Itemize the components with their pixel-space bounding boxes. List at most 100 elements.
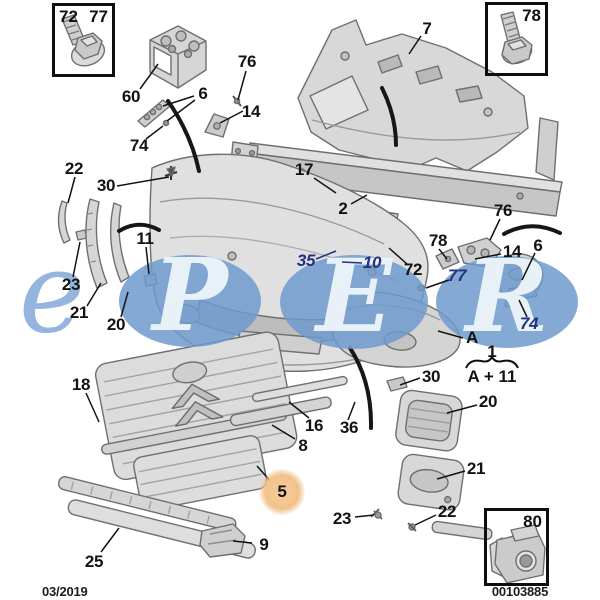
leader-line bbox=[399, 377, 421, 386]
leader-line bbox=[315, 250, 337, 260]
callout-label-36[interactable]: 36 bbox=[339, 418, 359, 437]
watermark-ellipse bbox=[119, 255, 261, 347]
inset-box-label-80[interactable]: 80 bbox=[523, 512, 542, 531]
hex-bolt-icon bbox=[500, 11, 533, 65]
callout-label-22[interactable]: 22 bbox=[437, 502, 457, 521]
leader-line bbox=[232, 540, 253, 544]
leader-line bbox=[425, 279, 450, 289]
callout-label-76[interactable]: 76 bbox=[493, 201, 513, 220]
group-brace bbox=[465, 354, 519, 369]
leader-line bbox=[219, 110, 244, 124]
callout-label-9[interactable]: 9 bbox=[259, 535, 269, 554]
inset-box-clip-80[interactable]: 80 bbox=[484, 508, 549, 586]
lower-grille-part bbox=[133, 435, 268, 511]
callout-label-77[interactable]: 77 bbox=[447, 266, 467, 285]
cage-nut-clip-icon bbox=[489, 524, 546, 584]
leader-line bbox=[521, 252, 536, 281]
callout-label-21[interactable]: 21 bbox=[69, 303, 89, 322]
highlight-circle bbox=[259, 469, 305, 515]
leader-line bbox=[139, 63, 159, 90]
inset-box-bolt-78[interactable]: 78 bbox=[485, 2, 548, 76]
group-annotation-top: 1 bbox=[487, 342, 497, 361]
callout-label-2[interactable]: 2 bbox=[338, 199, 348, 218]
callout-label-8[interactable]: 8 bbox=[298, 436, 308, 455]
leader-line bbox=[438, 248, 448, 260]
leader-line bbox=[86, 282, 102, 307]
callout-label-14[interactable]: 14 bbox=[502, 242, 522, 261]
watermark-ellipse bbox=[436, 256, 578, 348]
leader-line bbox=[166, 99, 196, 122]
leader-line bbox=[437, 330, 464, 339]
callout-label-14[interactable]: 14 bbox=[241, 102, 261, 121]
lower-spoiler-parts bbox=[57, 476, 256, 559]
seal-strip-curves bbox=[117, 86, 562, 430]
leader-line bbox=[288, 401, 310, 419]
callout-label-30[interactable]: 30 bbox=[421, 367, 441, 386]
callout-label-11[interactable]: 11 bbox=[136, 229, 154, 248]
bumper-trim-strips bbox=[229, 375, 348, 427]
leader-line bbox=[350, 194, 368, 205]
callout-label-10[interactable]: 10 bbox=[362, 253, 382, 272]
diagram-date: 03/2019 bbox=[42, 584, 88, 599]
callout-label-18[interactable]: 18 bbox=[71, 375, 91, 394]
leader-line bbox=[474, 253, 502, 260]
leader-line bbox=[341, 261, 363, 264]
callout-label-35[interactable]: 35 bbox=[296, 251, 316, 270]
callout-label-22[interactable]: 22 bbox=[64, 159, 84, 178]
inset-box-label-72[interactable]: 72 bbox=[59, 7, 78, 26]
leader-line bbox=[408, 35, 422, 55]
callout-label-6[interactable]: 6 bbox=[198, 84, 208, 103]
diagram-image-number: 00103885 bbox=[491, 584, 549, 599]
leader-line bbox=[518, 299, 528, 318]
callout-label-78[interactable]: 78 bbox=[428, 231, 448, 250]
callout-label-5[interactable]: 5 bbox=[277, 482, 287, 501]
screw-with-washer-icon bbox=[61, 14, 106, 67]
leader-line bbox=[271, 424, 296, 440]
callout-label-74[interactable]: 74 bbox=[519, 314, 539, 333]
leader-line bbox=[162, 95, 195, 107]
callout-label-30[interactable]: 30 bbox=[96, 176, 116, 195]
callout-label-21[interactable]: 21 bbox=[466, 459, 486, 478]
leader-line bbox=[388, 247, 408, 265]
leader-line bbox=[145, 125, 164, 140]
watermark-ellipse bbox=[280, 255, 428, 349]
leader-line bbox=[347, 401, 356, 421]
leader-line bbox=[67, 176, 76, 204]
reinforcement-beam-part bbox=[228, 141, 563, 217]
callout-label-A[interactable]: A bbox=[466, 328, 478, 347]
leader-line bbox=[100, 527, 120, 553]
leader-line bbox=[414, 514, 437, 526]
leader-line bbox=[72, 241, 81, 278]
leader-line bbox=[436, 470, 466, 480]
inset-box-label-77[interactable]: 77 bbox=[89, 7, 108, 26]
callout-label-23[interactable]: 23 bbox=[61, 275, 81, 294]
callout-label-16[interactable]: 16 bbox=[304, 416, 324, 435]
callout-label-6[interactable]: 6 bbox=[533, 236, 543, 255]
leader-line bbox=[489, 218, 501, 241]
callout-label-74[interactable]: 74 bbox=[129, 136, 149, 155]
inset-box-label-78[interactable]: 78 bbox=[522, 6, 541, 25]
leader-line bbox=[120, 291, 129, 318]
inset-box-screw-72-77[interactable]: 72 77 bbox=[52, 3, 115, 77]
leader-line bbox=[237, 70, 247, 101]
upper-bracket-parts bbox=[137, 95, 242, 138]
fuse-box-part bbox=[149, 25, 207, 89]
callout-label-23[interactable]: 23 bbox=[332, 509, 352, 528]
callout-label-60[interactable]: 60 bbox=[121, 87, 141, 106]
callout-label-72[interactable]: 72 bbox=[403, 260, 423, 279]
callout-label-76[interactable]: 76 bbox=[237, 52, 257, 71]
callout-label-17[interactable]: 17 bbox=[294, 160, 314, 179]
callout-label-7[interactable]: 7 bbox=[422, 19, 432, 38]
callout-label-20[interactable]: 20 bbox=[106, 315, 126, 334]
leader-line bbox=[313, 177, 337, 194]
callout-label-20[interactable]: 20 bbox=[478, 392, 498, 411]
leader-line bbox=[145, 246, 150, 275]
leader-line bbox=[354, 514, 375, 518]
group-annotation-bottom: A + 11 bbox=[467, 367, 517, 386]
callout-label-25[interactable]: 25 bbox=[84, 552, 104, 571]
fog-lamp-trim-parts bbox=[370, 376, 493, 541]
leader-line bbox=[85, 392, 100, 423]
leader-line bbox=[116, 176, 170, 187]
